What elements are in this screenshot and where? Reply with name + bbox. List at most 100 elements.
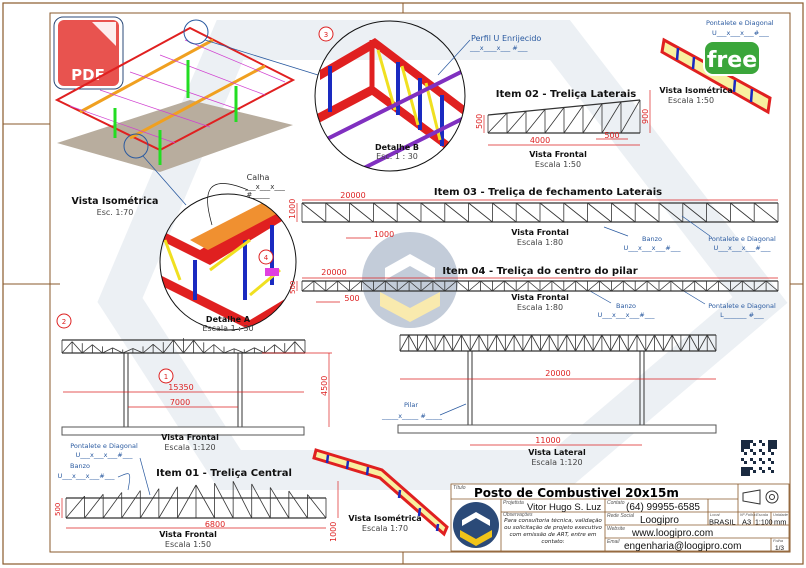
truss-member [223, 348, 235, 354]
truss-member [592, 334, 603, 352]
qr-module [753, 443, 756, 446]
truss-member [551, 280, 565, 292]
truss-member [313, 280, 327, 292]
truss-member [396, 202, 422, 223]
svg-text:PDF: PDF [71, 66, 105, 84]
qr-module [744, 443, 747, 446]
lateral-dimensions [400, 378, 716, 446]
pilar-spec: _____x_____ #_____ [381, 412, 443, 420]
truss-member [408, 280, 422, 292]
truss-member [575, 334, 585, 352]
item01-view-title: Vista Frontal [159, 530, 217, 539]
item04-view-title: Vista Frontal [511, 293, 569, 302]
truss-member [307, 494, 327, 519]
truss-member [566, 334, 576, 352]
truss-member [680, 334, 691, 352]
qr-module [741, 443, 744, 446]
truss-member [753, 202, 779, 223]
email-link[interactable]: engenharia@loogipro.com [624, 541, 741, 552]
truss-member [269, 487, 290, 519]
qr-module [768, 449, 771, 452]
qr-module [768, 443, 771, 446]
drawing-title: Posto de Combustivel 20x15m [474, 486, 679, 500]
truss-member [706, 334, 717, 352]
truss-member [361, 280, 374, 292]
truss-member [487, 334, 497, 352]
item02-iso-title: Vista Isométrica [659, 85, 732, 95]
truss-member [373, 202, 398, 223]
scale-value: 1:100 [755, 520, 773, 527]
truss-member [478, 334, 489, 352]
item04-pontalete-note: Pontalete e Diagonal [708, 302, 776, 310]
calha-spec: ___x___x___ [244, 183, 285, 191]
item01-banzo-note: Banzo [70, 462, 90, 470]
truss-member [102, 492, 123, 519]
truss-member [193, 339, 205, 354]
qr-module [747, 440, 750, 443]
truss-member [506, 110, 527, 134]
truss-member [274, 344, 286, 354]
truss-member [634, 280, 648, 292]
truss-member [636, 334, 647, 352]
item04-banzo-note: Banzo [616, 302, 636, 310]
truss-member [139, 488, 160, 519]
svg-text:free: free [707, 48, 757, 73]
item03-view-title: Vista Frontal [511, 228, 569, 237]
truss-member [301, 280, 315, 292]
qr-module [762, 470, 765, 473]
website-link[interactable]: www.loogipro.com [631, 528, 713, 539]
frontal-dim-height: 4500 [320, 376, 329, 396]
truss-member [527, 280, 541, 292]
unit-value: mm [774, 518, 787, 527]
qr-module [741, 473, 744, 476]
title-caption: Título [453, 485, 466, 491]
item01-dimensions [61, 481, 339, 529]
item02-view-scale: Escala 1:50 [535, 160, 581, 169]
detail-a-scale: Escala 1 : 30 [202, 324, 253, 333]
truss-member [557, 334, 568, 352]
truss-member [396, 280, 410, 292]
qr-module [771, 452, 774, 455]
truss-member [158, 486, 178, 519]
item01-pontalete-spec: U___x___x___#___ [76, 451, 134, 459]
qr-module [747, 446, 750, 449]
qr-module [741, 446, 744, 449]
truss-member [294, 341, 306, 354]
truss-member [461, 334, 471, 352]
company-name: Loogipro [640, 515, 679, 526]
balloon-2 [56, 313, 72, 329]
detail-a-view [159, 193, 297, 331]
item02-iso-note: Pontalete e Diagonal [706, 19, 774, 27]
qr-module [741, 449, 744, 452]
qr-module [759, 440, 762, 443]
frontal-view-title: Vista Frontal [161, 433, 219, 442]
truss-member [611, 202, 636, 223]
item02-view-title: Vista Frontal [529, 150, 587, 159]
balloon-2-label: 2 [62, 318, 66, 326]
truss-member [373, 280, 386, 292]
truss-member [456, 280, 469, 292]
calha-note: Calha [247, 173, 270, 182]
item04-dim-height: 500 [289, 281, 297, 294]
designer-name: Vitor Hugo S. Luz [527, 502, 602, 513]
item02-truss [487, 99, 641, 134]
truss-member [582, 103, 603, 134]
item01-iso-title: Vista Isométrica [348, 513, 421, 523]
truss-member [563, 105, 584, 134]
perfil-u-spec: ___x____x___ #___ [469, 44, 528, 52]
truss-member [349, 280, 362, 292]
truss-member [504, 280, 517, 292]
truss-member [662, 334, 673, 352]
website-caption: Website [607, 526, 625, 532]
truss-member [682, 202, 707, 223]
qr-module [744, 473, 747, 476]
truss-member [487, 112, 508, 134]
truss-member [102, 347, 113, 354]
truss-member [646, 280, 660, 292]
truss-member [658, 280, 672, 292]
item03-banzo-spec: U___x___x___#___ [624, 244, 682, 252]
item03-dimensions [296, 199, 778, 239]
truss-member [232, 481, 253, 519]
truss-member [425, 334, 436, 352]
qr-module [747, 467, 750, 470]
